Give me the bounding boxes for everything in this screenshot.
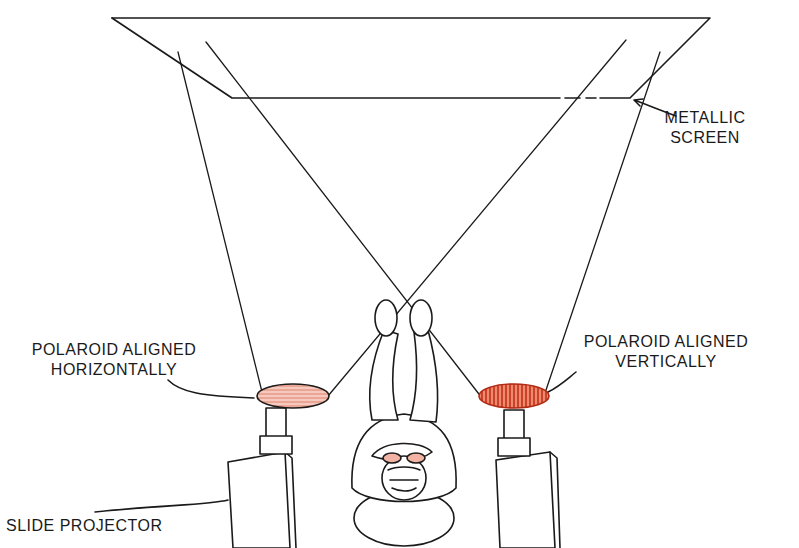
metallic-screen: [112, 18, 710, 98]
slide-projector: [496, 410, 560, 548]
leader-line: [168, 380, 254, 398]
observer: [352, 300, 456, 546]
leader-line: [95, 500, 228, 512]
leader-line: [548, 372, 576, 392]
label: METALLIC SCREEN: [650, 108, 760, 148]
polaroid-horizontal: [257, 384, 329, 408]
label: POLAROID ALIGNED VERTICALLY: [556, 332, 776, 372]
slide-projector: [228, 408, 296, 548]
label: SLIDE PROJECTOR: [6, 516, 176, 536]
screen-edge-dashed: [565, 97, 596, 99]
polaroid-vertical: [479, 384, 549, 408]
label: POLAROID ALIGNED HORIZONTALLY: [14, 340, 214, 380]
